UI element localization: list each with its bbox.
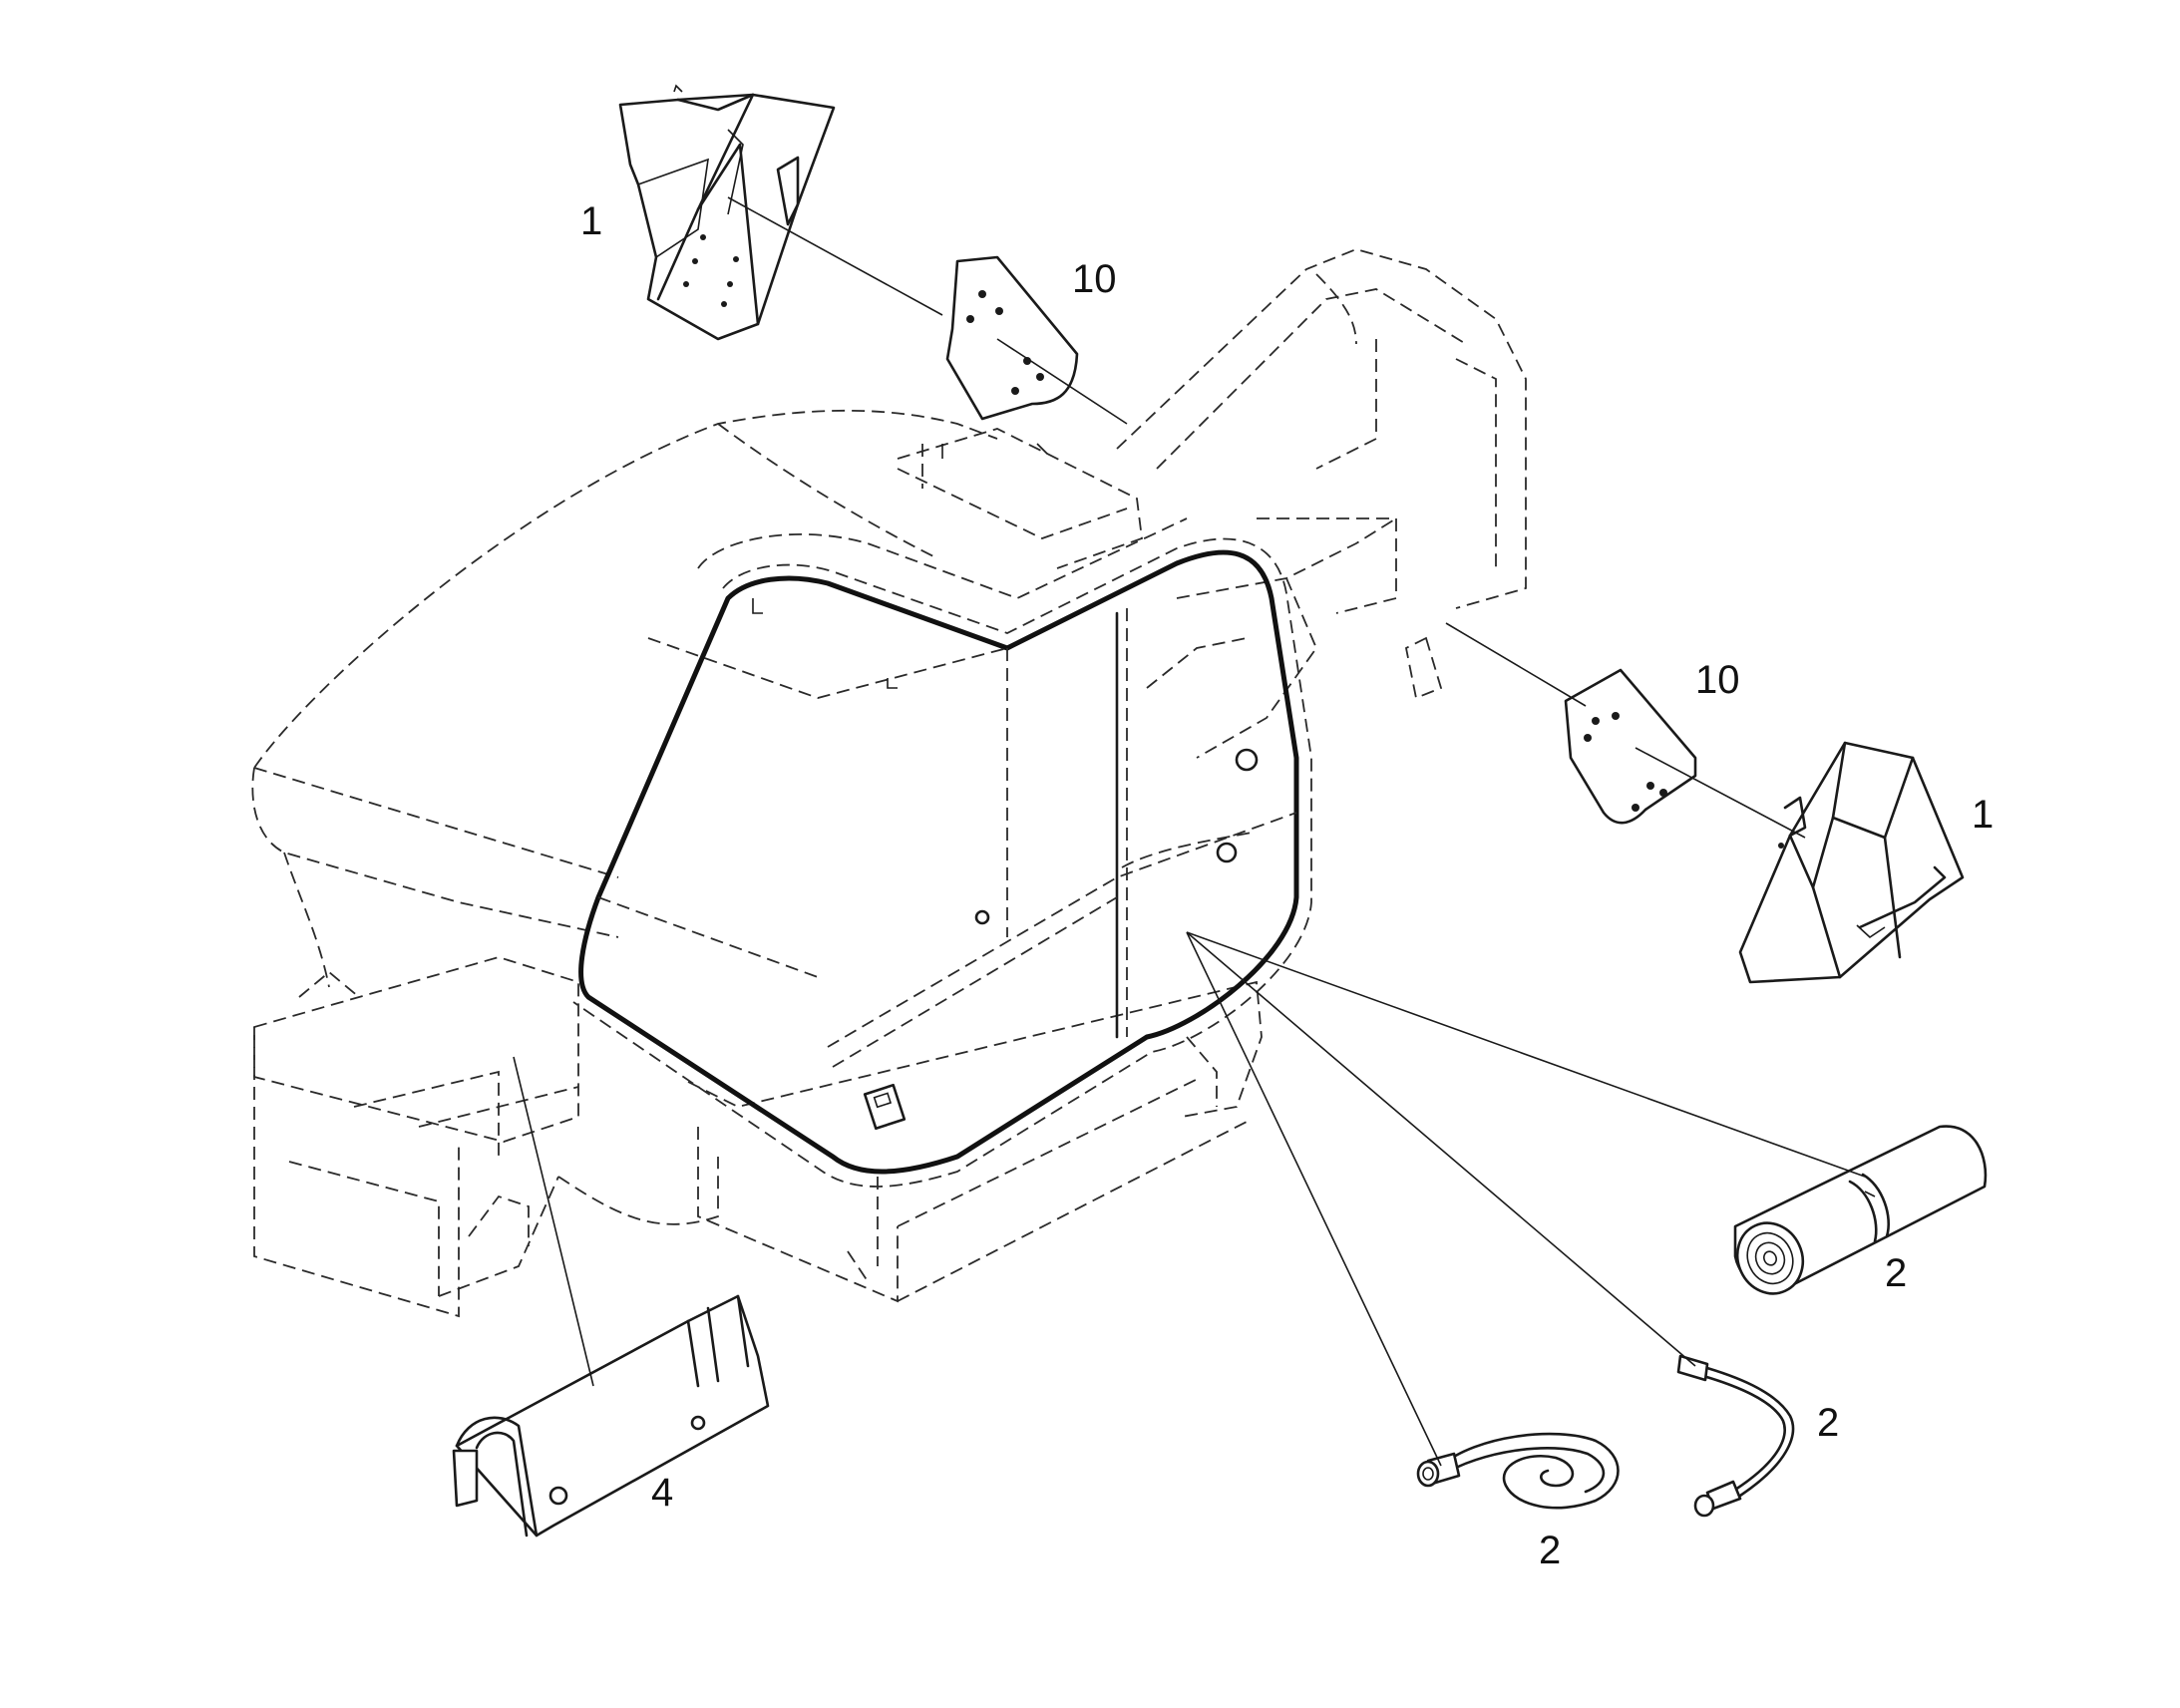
callout-1-top: 1 — [580, 199, 602, 243]
machine-frame-phantom — [251, 248, 1527, 1318]
part-10-right-plate — [1564, 668, 1697, 825]
part-2-hose-coiled — [1416, 1432, 1620, 1510]
part-4-bracket — [452, 1294, 770, 1537]
part-10-top-plate — [945, 255, 1079, 421]
callout-2-hose: 2 — [1817, 1401, 1839, 1445]
callout-labels: 1 10 10 1 2 2 2 4 — [580, 199, 1994, 1572]
callout-4-bracket: 4 — [651, 1471, 673, 1515]
part-2-hose-straight — [1676, 1354, 1795, 1518]
callout-2-coil: 2 — [1539, 1529, 1561, 1572]
callout-2-roll: 2 — [1885, 1251, 1907, 1295]
leader-lines — [513, 196, 1866, 1467]
part-1-top-cover — [618, 84, 836, 341]
callout-1-right: 1 — [1972, 793, 1994, 837]
callout-10-right: 10 — [1695, 658, 1740, 702]
part-2-rolled-mat — [1733, 1125, 1988, 1295]
operator-cab — [572, 443, 1312, 1188]
callout-10-top: 10 — [1072, 257, 1117, 301]
part-1-right-cover — [1738, 741, 1965, 984]
